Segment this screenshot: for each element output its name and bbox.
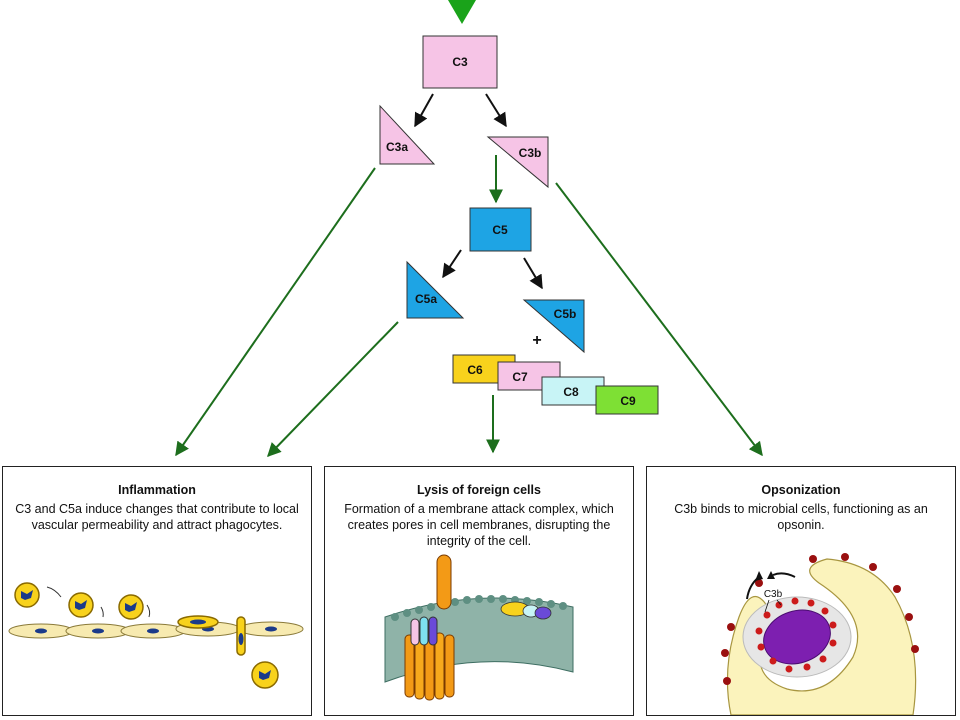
lysis-text: Formation of a membrane attack complex, … <box>344 502 614 548</box>
c5a-label: C5a <box>415 292 437 306</box>
c3b-tag: C3b <box>764 589 783 600</box>
c3b-label: C3b <box>519 146 542 160</box>
c5-node: C5 <box>469 207 532 252</box>
c3-label: C3 <box>452 55 468 69</box>
arrow-c3-to-c3a <box>414 93 434 128</box>
arrow-c5a-to-inflammation <box>267 321 399 458</box>
inflammation-text: C3 and C5a induce changes that contribut… <box>15 502 299 532</box>
arrow-c5-to-c5a <box>442 249 462 279</box>
c3a-node: C3a <box>379 104 436 165</box>
arrow-c3-to-c3b <box>485 93 507 128</box>
c5b-node: C5b <box>522 299 585 354</box>
c5-label: C5 <box>492 223 508 237</box>
plus-sign: + <box>532 332 541 349</box>
opsonization-text: C3b binds to microbial cells, functionin… <box>674 502 928 532</box>
inflammation-title: Inflammation <box>118 483 196 497</box>
c3-node: C3 <box>422 35 498 89</box>
incoming-arrow-head <box>448 0 476 24</box>
c8-node: C8 <box>541 376 605 406</box>
c9-node: C9 <box>595 385 659 415</box>
arrow-c3a-to-inflammation <box>175 167 376 457</box>
arrow-c3b-to-opsonization <box>555 182 763 457</box>
c9-label: C9 <box>620 394 636 408</box>
opsonization-title: Opsonization <box>761 483 841 497</box>
c8-label: C8 <box>563 385 579 399</box>
arrow-c5-to-c5b <box>523 257 543 290</box>
c6-label: C6 <box>467 363 483 377</box>
lysis-panel: Lysis of foreign cells Formation of a me… <box>324 466 634 716</box>
opsonization-illustration: C3b <box>721 553 919 715</box>
c7-label: C7 <box>512 370 528 384</box>
c5a-node: C5a <box>406 260 465 319</box>
c3b-node: C3b <box>486 136 549 189</box>
inflammation-illustration <box>8 582 304 689</box>
inflammation-panel: Inflammation C3 and C5a induce changes t… <box>2 466 312 716</box>
c3a-label: C3a <box>386 140 408 154</box>
c5b-label: C5b <box>554 307 577 321</box>
opsonization-panel: Opsonization C3b binds to microbial cell… <box>646 466 956 716</box>
lysis-title: Lysis of foreign cells <box>417 483 541 497</box>
lysis-illustration <box>384 554 574 701</box>
